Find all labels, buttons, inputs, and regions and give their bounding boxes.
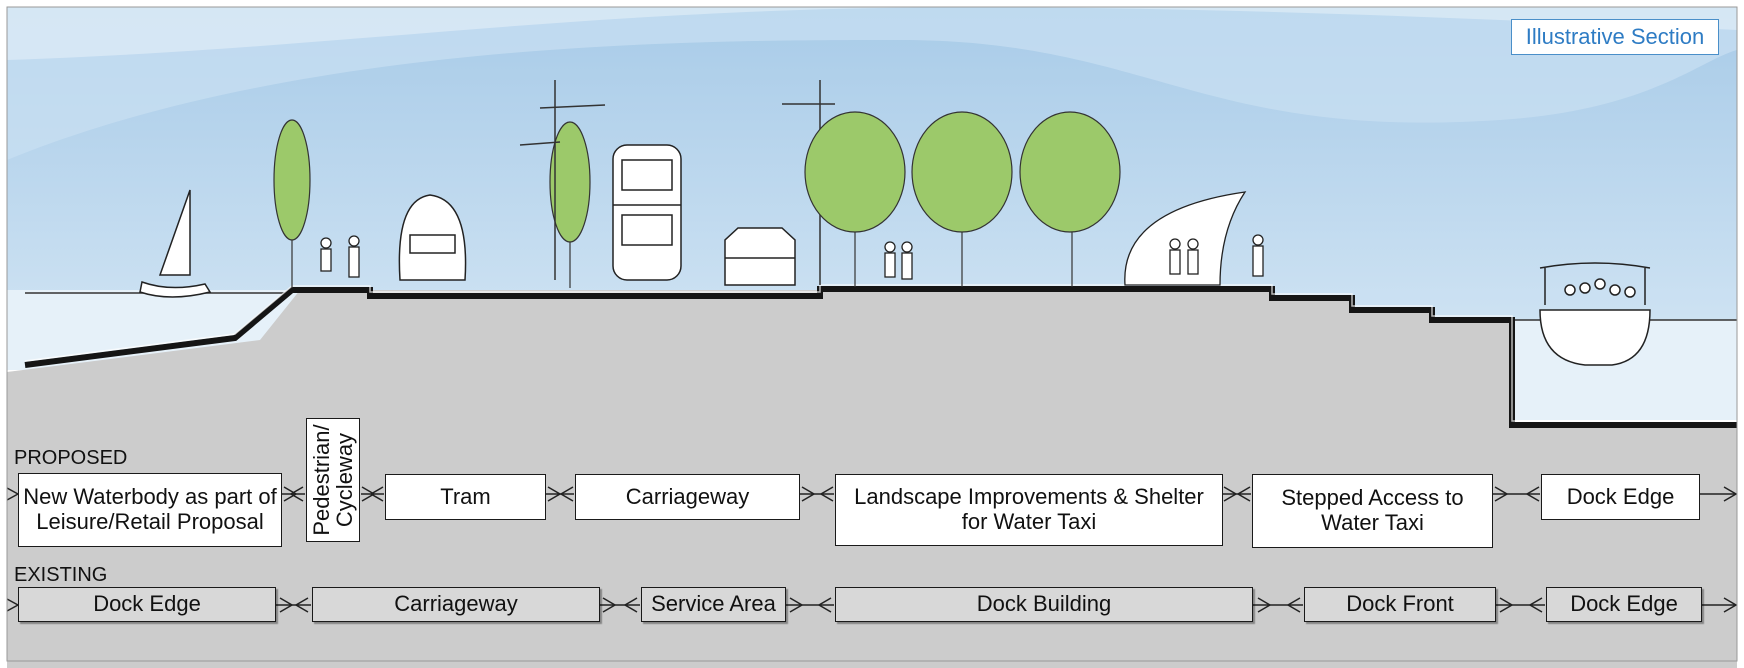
proposed-new-waterbody: New Waterbody as part of Leisure/Retail … xyxy=(18,473,282,547)
proposed-dock-edge: Dock Edge xyxy=(1541,474,1700,520)
bus xyxy=(612,144,682,281)
proposed-stepped-access: Stepped Access to Water Taxi xyxy=(1252,474,1493,548)
proposed-pedestrian-cycleway: Pedestrian/ Cycleway xyxy=(306,418,360,542)
water-taxi-shelter xyxy=(1124,191,1247,286)
existing-dock-building: Dock Building xyxy=(835,587,1253,622)
trees-round xyxy=(804,111,1121,287)
existing-heading: EXISTING xyxy=(14,564,108,586)
connector-arrows xyxy=(6,486,1738,613)
proposed-tram: Tram xyxy=(385,474,546,520)
people-landscape xyxy=(884,241,913,280)
proposed-carriageway: Carriageway xyxy=(575,474,800,520)
illustrative-section-badge: Illustrative Section xyxy=(1511,19,1719,55)
proposed-landscape-improvements: Landscape Improvements & Shelter for Wat… xyxy=(835,474,1223,546)
existing-carriageway: Carriageway xyxy=(312,587,600,622)
people-shelter xyxy=(1169,234,1264,277)
existing-dock-edge-right: Dock Edge xyxy=(1546,587,1702,622)
sailboat xyxy=(139,189,212,298)
car xyxy=(724,227,796,286)
sky-cloud-band xyxy=(7,7,1737,160)
existing-dock-front: Dock Front xyxy=(1304,587,1496,622)
proposed-heading: PROPOSED xyxy=(14,447,128,469)
water-taxi-boat xyxy=(1539,262,1651,366)
proposed-pedestrian-cycleway-label: Pedestrian/ Cycleway xyxy=(308,424,357,536)
existing-service-area: Service Area xyxy=(641,587,786,622)
tree-middle xyxy=(549,121,591,288)
tram xyxy=(398,194,467,281)
people-cyclist xyxy=(320,235,360,278)
tree-left xyxy=(273,119,311,288)
existing-dock-edge-left: Dock Edge xyxy=(18,587,276,622)
